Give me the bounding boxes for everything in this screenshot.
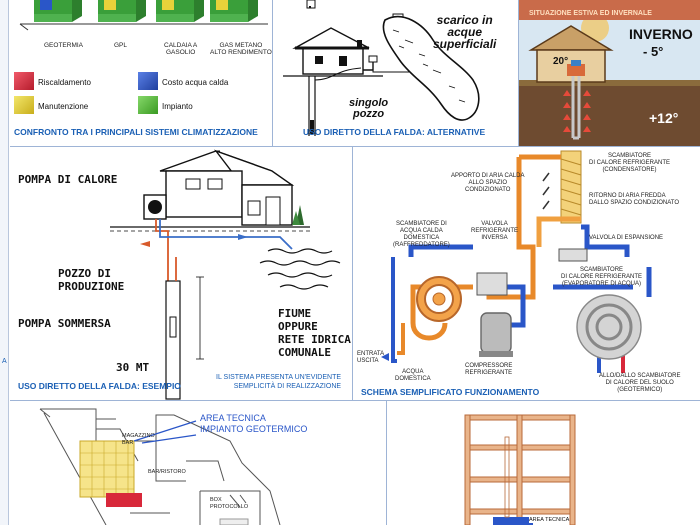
divider-1 <box>272 0 273 146</box>
label-scamb-evaporatore: SCAMBIATORE DI CALORE REFRIGERANTE (EVAP… <box>561 267 643 287</box>
divider-3 <box>352 147 353 400</box>
label-singolo-pozzo: singolo pozzo <box>349 97 389 120</box>
label-box-protocollo: BOX PROTOCOLLO <box>210 497 249 510</box>
panel-falda-alternative: scarico in acque superficiali singolo po… <box>273 0 518 142</box>
panel-esempio: POMPA DI CALORE POZZO DI PRODUZIONE POMP… <box>10 147 352 400</box>
label-pompa-calore: POMPA DI CALORE <box>18 173 118 186</box>
caption-semplicita: IL SISTEMA PRESENTA UN'EVIDENTE SEMPLICI… <box>216 374 342 390</box>
panel-pianta: AREA TECNICA IMPIANTO GEOTERMICO MAGAZZI… <box>10 401 386 525</box>
legend-label-costo: Costo acqua calda <box>162 78 229 87</box>
label-scarico: scarico in acque superficiali <box>433 13 497 51</box>
legend-swatch-impianto <box>138 96 158 114</box>
label-valvola-espansione: VALVOLA DI ESPANSIONE <box>589 235 664 241</box>
divider-4 <box>386 401 387 525</box>
label-outside-temp: - 5° <box>643 44 664 59</box>
legend-swatch-manutenzione <box>14 96 34 114</box>
label-allo-scamb: ALLO/DALLO SCAMBIATORE DI CALORE DEL SUO… <box>599 373 681 393</box>
legend-swatch-riscaldamento <box>14 72 34 90</box>
label-acqua-domestica: ACQUA DOMESTICA <box>395 369 431 382</box>
label-ground-temp: +12° <box>649 110 679 126</box>
heat-pump-schema-graphic <box>381 150 652 373</box>
panel-comparison: GEOTERMIA GPL CALDAIA A GASOLIO GAS META… <box>10 0 272 142</box>
bar-caldaia <box>156 0 204 22</box>
label-area-tecnica-impianto: AREA TECNICA IMPIANTO GEOTERMICO <box>200 413 308 434</box>
legend-label-riscaldamento: Riscaldamento <box>38 78 91 87</box>
bar-label-metano: GAS METANO ALTO RENDIMENTO <box>210 42 272 56</box>
header-situazione-text: SITUAZIONE ESTIVA ED INVERNALE <box>529 10 652 17</box>
label-entrata-uscita: ENTRATA USCITA <box>357 351 385 364</box>
bar-gpl <box>98 0 146 22</box>
label-apporto-aria: APPORTO DI ARIA CALDA ALLO SPAZIO CONDIZ… <box>451 173 525 193</box>
label-fiume: FIUME OPPURE RETE IDRICA COMUNALE <box>278 307 351 359</box>
label-pompa-sommersa: POMPA SOMMERSA <box>18 317 111 330</box>
header-situazione <box>519 0 700 20</box>
label-area-tecnica: AREA TECNICA <box>529 517 570 523</box>
divider-h1 <box>10 146 700 147</box>
caption-comparison: CONFRONTO TRA I PRINCIPALI SISTEMI CLIMA… <box>14 127 258 137</box>
label-inverno: INVERNO <box>629 26 693 42</box>
bar-metano <box>210 0 258 22</box>
label-compressore: COMPRESSORE REFRIGERANTE <box>465 363 513 376</box>
example-graphic <box>110 149 341 400</box>
bar-geotermia <box>34 0 82 22</box>
legend-label-manutenzione: Manutenzione <box>38 102 89 111</box>
label-valvola-inversa: VALVOLA REFRIGERANTE INVERSA <box>471 221 519 241</box>
floor-plan-graphic <box>39 408 281 525</box>
legend-label-impianto: Impianto <box>162 102 193 111</box>
side-letter: A <box>2 358 7 365</box>
bar-label-gpl: GPL <box>114 42 128 49</box>
label-bar-ristoro: BAR/RISTORO <box>148 469 186 475</box>
panel-inverno: SITUAZIONE ESTIVA ED INVERNALE INVERNO -… <box>519 0 700 146</box>
caption-falda-alternative: USO DIRETTO DELLA FALDA: ALTERNATIVE <box>303 127 486 137</box>
left-margin-strip <box>0 0 9 525</box>
comparison-bars-graphic <box>19 0 268 31</box>
divider-h2 <box>10 400 700 401</box>
building-section-graphic <box>464 414 576 525</box>
bar-label-geotermia: GEOTERMIA <box>44 42 84 49</box>
well-alternatives-graphic <box>283 0 480 136</box>
label-scamb-acqua: SCAMBIATORE DI ACQUA CALDA DOMESTICA (RA… <box>393 221 450 248</box>
label-inside-temp: 20° <box>553 56 569 67</box>
label-scamb-condensatore: SCAMBIATORE DI CALORE REFRIGERANTE (COND… <box>589 153 671 173</box>
label-depth: 30 MT <box>116 361 150 374</box>
label-magazzino: MAGAZZINO BAR <box>122 433 155 446</box>
caption-esempio: USO DIRETTO DELLA FALDA: ESEMPIO <box>18 381 181 391</box>
divider-2 <box>518 0 519 146</box>
bar-label-caldaia: CALDAIA A GASOLIO <box>164 42 198 56</box>
label-pozzo-produzione: POZZO DI PRODUZIONE <box>58 267 125 293</box>
panel-schema: SCAMBIATORE DI CALORE REFRIGERANTE (COND… <box>353 147 700 400</box>
label-ritorno-aria: RITORNO DI ARIA FREDDA DALLO SPAZIO COND… <box>589 193 680 206</box>
caption-schema: SCHEMA SEMPLIFICATO FUNZIONAMENTO <box>361 387 540 397</box>
legend-swatch-costo <box>138 72 158 90</box>
panel-sezione: AREA TECNICA <box>387 401 700 525</box>
house-section-graphic <box>519 20 700 146</box>
